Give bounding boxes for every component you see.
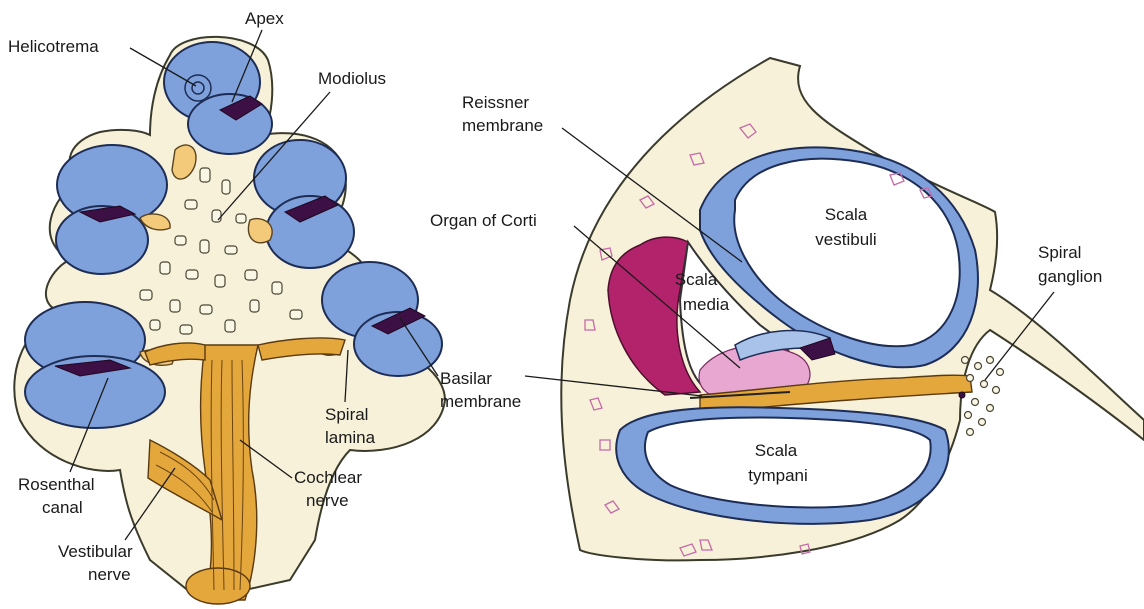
label-vestibular-2: nerve [88,565,131,584]
label-scala-media-1: Scala [675,270,718,289]
cochlear-duct-section [561,58,1144,560]
label-scala-media-2: media [683,295,730,314]
label-vestibular-1: Vestibular [58,542,133,561]
label-spiral-lamina-2: lamina [325,428,376,447]
label-spiral-ganglion-2: ganglion [1038,267,1102,286]
label-organ-of-corti: Organ of Corti [430,211,537,230]
label-scala-tympani-2: tympani [748,466,808,485]
label-spiral-ganglion-1: Spiral [1038,243,1081,262]
label-basilar-2: membrane [440,392,521,411]
label-rosenthal-2: canal [42,498,83,517]
label-spiral-lamina-1: Spiral [325,405,368,424]
label-reissner-1: Reissner [462,93,529,112]
bone-piece [248,219,272,243]
label-scala-tympani-1: Scala [755,441,798,460]
label-basilar-1: Basilar [440,369,492,388]
label-apex: Apex [245,9,284,28]
label-rosenthal-1: Rosenthal [18,475,95,494]
cochlea-cross-section [14,37,445,604]
label-modiolus: Modiolus [318,69,386,88]
label-helicotrema: Helicotrema [8,37,99,56]
label-scala-vestibuli-2: vestibuli [815,230,876,249]
label-cochlear-1: Cochlear [294,468,362,487]
label-reissner-2: membrane [462,116,543,135]
label-cochlear-2: nerve [306,491,349,510]
label-scala-vestibuli-1: Scala [825,205,868,224]
